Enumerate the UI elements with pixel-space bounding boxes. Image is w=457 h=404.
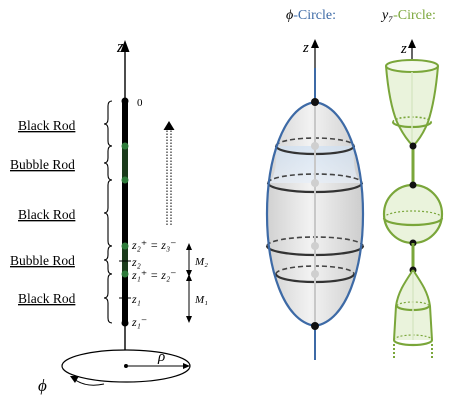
top-tick-label: 0 — [137, 97, 143, 109]
brace — [103, 100, 113, 147]
bottom-bell-rim-front — [392, 339, 434, 347]
sphere-equator-back — [383, 210, 443, 219]
z2-plus-label: z₂⁺ = z₃⁻ — [131, 238, 176, 252]
sphere — [382, 183, 444, 245]
rho-label: ρ — [157, 349, 165, 365]
pole-point — [311, 322, 319, 330]
segment-label: Black Rod — [18, 207, 76, 222]
y7-circle-diagram: y₇-Circle: z — [380, 8, 444, 360]
segment-label: Black Rod — [18, 118, 76, 133]
rod-point — [121, 270, 129, 278]
pole-point — [311, 98, 319, 106]
z1-label: z₁ — [131, 292, 141, 306]
origin-point — [124, 364, 128, 368]
z-axis-arrowhead — [408, 39, 416, 48]
segment-label: Black Rod — [18, 291, 76, 306]
top-cone-side — [412, 65, 439, 147]
joint-point — [409, 181, 417, 189]
z-axis-label: z — [400, 41, 407, 57]
brace — [103, 179, 113, 247]
m1-range-arrow — [186, 274, 192, 323]
m1-label: M₁ — [194, 294, 208, 306]
z-axis-label: z — [116, 37, 124, 56]
brace — [103, 245, 113, 275]
inner-point — [311, 270, 319, 278]
segment-braces — [103, 100, 113, 324]
phi-arrowhead — [70, 376, 79, 383]
rod-point — [121, 97, 129, 105]
phi-label: ϕ — [38, 376, 47, 395]
brace — [103, 145, 113, 181]
top-cone-side — [385, 65, 414, 147]
rod-point — [121, 142, 129, 150]
rod-point — [121, 242, 129, 250]
z1-minus-label: z₁⁻ — [131, 315, 147, 329]
rod-point — [121, 319, 129, 327]
rho-arrowhead — [183, 363, 190, 369]
phi-circle-diagram: ϕ-Circle: z — [265, 8, 365, 360]
inner-point — [311, 142, 319, 150]
m2-range-arrow — [186, 243, 192, 277]
dotted-up-arrow — [163, 121, 175, 225]
sphere-equator-front — [382, 217, 444, 227]
z1-plus-label: z₁⁺ = z₂⁻ — [131, 268, 176, 282]
segment-label: Bubble Rod — [10, 253, 75, 268]
inner-point — [311, 242, 319, 250]
z-axis-arrowhead — [120, 40, 130, 52]
z-axis-arrowhead — [311, 39, 319, 48]
z-axis-label: z — [302, 40, 309, 56]
inner-point — [311, 179, 319, 187]
top-cone-rim — [385, 59, 439, 73]
bottom-bell-side — [393, 269, 414, 341]
joint-point — [409, 142, 417, 150]
z2-label: z₂ — [131, 255, 141, 269]
rod-point — [121, 176, 129, 184]
phi-rotation-arrow — [73, 378, 105, 386]
bottom-bell-side — [412, 269, 433, 341]
phi-circle-title: ϕ-Circle: — [286, 8, 336, 23]
brace — [103, 273, 113, 324]
y7-circle-title: y₇-Circle: — [380, 8, 436, 23]
m2-label: M₂ — [194, 256, 208, 268]
rod-diagram: z 0 Black Rod Bubble Rod Black Rod Bubbl… — [10, 37, 208, 395]
segment-label: Bubble Rod — [10, 157, 75, 172]
